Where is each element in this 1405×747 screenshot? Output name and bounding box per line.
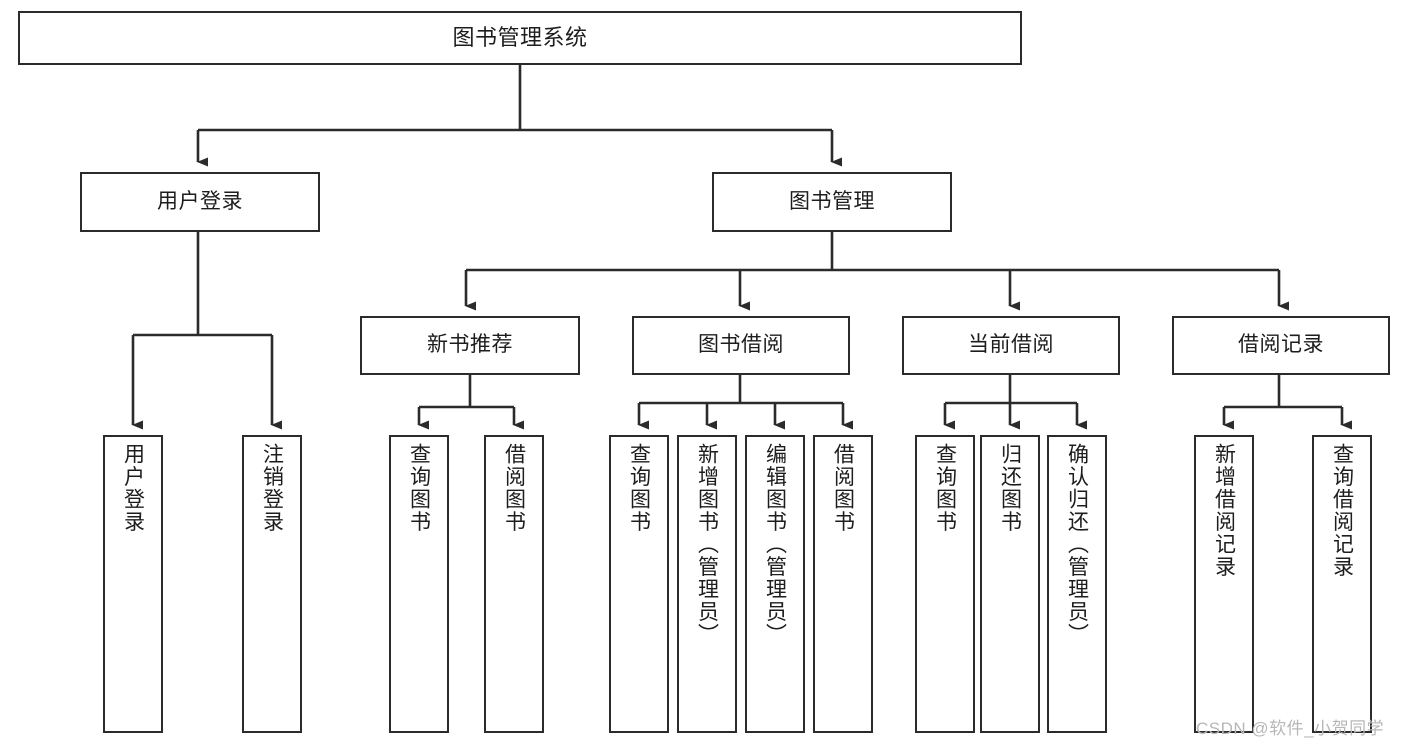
leaf-new-book-query-book[interactable]: 查询图书 <box>389 435 449 733</box>
node-label: 借阅记录 <box>1238 333 1324 357</box>
node-label: 归还图书 <box>998 443 1022 533</box>
node-label: 查询图书 <box>933 443 957 533</box>
node-label: 用户登录 <box>121 443 145 533</box>
node-user-login[interactable]: 用户登录 <box>80 172 320 232</box>
leaf-current-confirm-return-admin[interactable]: 确认归还（管理员） <box>1047 435 1107 733</box>
node-label: 图书借阅 <box>698 333 784 357</box>
leaf-borrow-borrow-book[interactable]: 借阅图书 <box>813 435 873 733</box>
node-label: 查询图书 <box>627 443 651 533</box>
leaf-new-book-borrow-book[interactable]: 借阅图书 <box>484 435 544 733</box>
node-label: 新增借阅记录 <box>1212 443 1236 578</box>
leaf-record-add-borrow-record[interactable]: 新增借阅记录 <box>1194 435 1254 733</box>
node-root-book-management-system[interactable]: 图书管理系统 <box>18 11 1022 65</box>
node-label: 借阅图书 <box>831 443 855 533</box>
node-label: 新书推荐 <box>427 333 513 357</box>
csdn-watermark: CSDN @软件_小贺同学 <box>1196 719 1385 738</box>
node-label: 查询图书 <box>407 443 431 533</box>
node-label: 注销登录 <box>260 443 284 533</box>
leaf-user-login-logout[interactable]: 注销登录 <box>242 435 302 733</box>
leaf-borrow-edit-book-admin[interactable]: 编辑图书（管理员） <box>745 435 805 733</box>
node-book-management[interactable]: 图书管理 <box>712 172 952 232</box>
node-label: 借阅图书 <box>502 443 526 533</box>
node-book-borrowing[interactable]: 图书借阅 <box>632 316 850 375</box>
leaf-user-login-login[interactable]: 用户登录 <box>103 435 163 733</box>
leaf-current-return-book[interactable]: 归还图书 <box>980 435 1040 733</box>
leaf-record-query-borrow-record[interactable]: 查询借阅记录 <box>1312 435 1372 733</box>
node-label: 编辑图书（管理员） <box>763 443 787 646</box>
node-label: 图书管理系统 <box>452 25 588 51</box>
node-borrowing-record[interactable]: 借阅记录 <box>1172 316 1390 375</box>
node-current-borrowing[interactable]: 当前借阅 <box>902 316 1120 375</box>
leaf-borrow-add-book-admin[interactable]: 新增图书（管理员） <box>677 435 737 733</box>
leaf-borrow-query-book[interactable]: 查询图书 <box>609 435 669 733</box>
node-label: 当前借阅 <box>968 333 1054 357</box>
node-label: 图书管理 <box>789 189 875 213</box>
node-label: 用户登录 <box>157 189 243 213</box>
node-label: 确认归还（管理员） <box>1065 443 1089 646</box>
node-new-book-recommendation[interactable]: 新书推荐 <box>360 316 580 375</box>
leaf-current-query-book[interactable]: 查询图书 <box>915 435 975 733</box>
node-label: 查询借阅记录 <box>1330 443 1354 578</box>
node-label: 新增图书（管理员） <box>695 443 719 646</box>
